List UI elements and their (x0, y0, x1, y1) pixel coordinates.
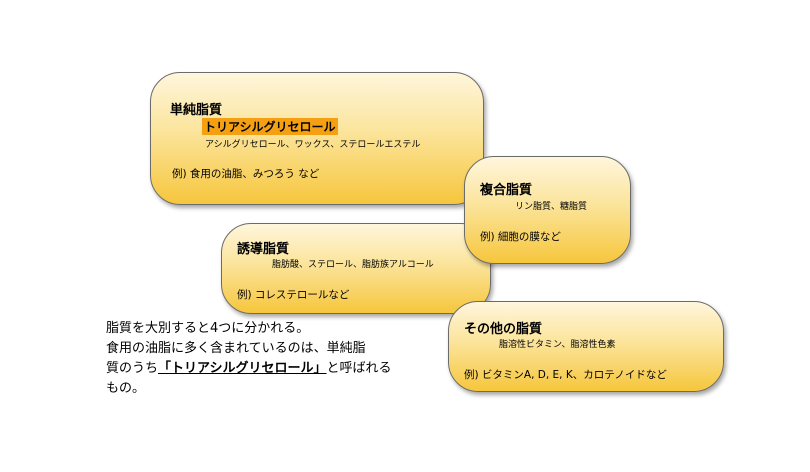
summary-line-1: 脂質を大別すると4つに分かれる。 (106, 321, 310, 336)
derived-lipid-subtypes: 脂肪酸、ステロール、脂肪族アルコール (272, 260, 434, 270)
complex-lipid-box: 複合脂質 リン脂質、糖脂質 例) 細胞の膜など (464, 156, 631, 264)
simple-lipid-subtypes: アシルグリセロール、ワックス、ステロールエステル (205, 140, 421, 150)
complex-lipid-subtypes: リン脂質、糖脂質 (515, 202, 588, 212)
summary-text: 脂質を大別すると4つに分かれる。 食用の油脂に多く含まれているのは、単純脂 質の… (106, 319, 446, 399)
complex-lipid-example: 例) 細胞の膜など (480, 231, 561, 243)
simple-lipid-title: 単純脂質 (170, 103, 223, 118)
derived-lipid-title: 誘導脂質 (237, 242, 290, 257)
simple-lipid-example: 例) 食用の油脂、みつろう など (172, 168, 320, 180)
summary-line-3-pre: 質のうち (106, 361, 159, 376)
summary-line-2: 食用の油脂に多く含まれているのは、単純脂 (106, 341, 366, 356)
other-lipid-box: その他の脂質 脂溶性ビタミン、脂溶性色素 例) ビタミンA, D, E, K、カ… (448, 301, 724, 392)
triacylglycerol-highlight: トリアシルグリセロール (202, 118, 338, 135)
other-lipid-subtypes: 脂溶性ビタミン、脂溶性色素 (499, 340, 616, 350)
derived-lipid-example: 例) コレステロールなど (237, 289, 350, 301)
summary-line-4: もの。 (106, 381, 146, 396)
other-lipid-title: その他の脂質 (464, 322, 543, 337)
complex-lipid-title: 複合脂質 (480, 183, 533, 198)
simple-lipid-box: 単純脂質 トリアシルグリセロール アシルグリセロール、ワックス、ステロールエステ… (150, 72, 484, 205)
summary-line-3-post: と呼ばれる (326, 361, 392, 376)
summary-line-3: 質のうち「トリアシルグリセロール」と呼ばれる (106, 359, 446, 379)
summary-triacylglycerol-emphasis: 「トリアシルグリセロール」 (158, 361, 327, 376)
derived-lipid-box: 誘導脂質 脂肪酸、ステロール、脂肪族アルコール 例) コレステロールなど (221, 223, 491, 314)
other-lipid-example: 例) ビタミンA, D, E, K、カロテノイドなど (464, 369, 667, 381)
